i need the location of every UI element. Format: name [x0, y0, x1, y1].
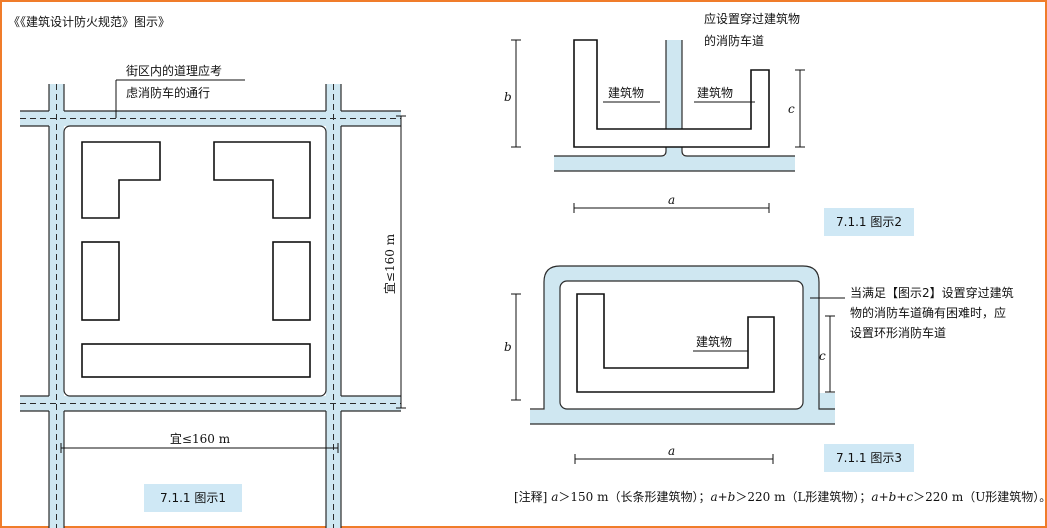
footnote-text-2: ＞220 m（L形建筑物）； — [735, 490, 872, 504]
fig3-dim-c: c — [819, 349, 826, 363]
dim-vertical-label: 宜≤160 m — [382, 233, 397, 294]
caption-figure1: 7.1.1 图示1 — [144, 484, 242, 512]
footnote-text-1: ＞150 m（长条形建筑物）； — [558, 490, 711, 504]
figure3-building — [576, 293, 775, 393]
building-bar-right — [272, 241, 311, 321]
road-label-line1: 街区内的道理应考 — [126, 63, 222, 78]
figure2-dimensions: b c a — [504, 39, 805, 213]
fig3-dim-b: b — [504, 340, 512, 354]
figure3-labels: 建筑物 当满足【图示2】设置穿过建筑 物的消防车道确有困难时，应 设置环形消防车… — [693, 285, 1014, 352]
figure1-dimension-vertical: 宜≤160 m — [382, 115, 406, 409]
figure1-dimension-horizontal: 宜≤160 m — [60, 431, 339, 453]
through-label-line1: 应设置穿过建筑物 — [704, 11, 800, 26]
figure1-buildings — [81, 141, 311, 378]
source-title: 《《建筑设计防火规范》图示》 — [8, 14, 170, 29]
building-bar-left — [81, 241, 120, 321]
figure2-road — [554, 40, 795, 172]
figure3-road — [530, 265, 835, 425]
ring-label-line1: 当满足【图示2】设置穿过建筑 — [850, 285, 1014, 300]
fig2-dim-b: b — [504, 90, 512, 104]
building-label-left: 建筑物 — [608, 85, 644, 100]
fig3-building-label: 建筑物 — [696, 334, 732, 349]
figure2-labels: 应设置穿过建筑物 的消防车道 建筑物 建筑物 — [603, 11, 800, 103]
building-l-right — [213, 141, 311, 219]
ring-label-line2: 物的消防车道确有困难时，应 — [850, 305, 1006, 320]
fig2-dim-c: c — [788, 102, 795, 116]
building-label-right: 建筑物 — [697, 85, 733, 100]
figure3-dimensions: b c a — [504, 293, 835, 464]
figure1-road-callout: 街区内的道理应考 虑消防车的通行 — [115, 63, 245, 118]
footnote-text-3: ＞220 m（U形建筑物）。 — [913, 490, 1047, 504]
road-label-line2: 虑消防车的通行 — [126, 85, 210, 100]
fig3-dim-a: a — [668, 444, 675, 458]
dim-horizontal-label: 宜≤160 m — [170, 431, 231, 446]
figure2-buildings — [573, 39, 770, 148]
fig2-dim-a: a — [668, 193, 675, 207]
building-long — [81, 343, 311, 378]
footnote: [注释] a＞150 m（长条形建筑物）；a+b＞220 m（L形建筑物）；a+… — [514, 488, 1047, 505]
caption-figure3: 7.1.1 图示3 — [824, 444, 914, 472]
footnote-var-3: a+b+c — [871, 490, 914, 504]
ring-label-line3: 设置环形消防车道 — [850, 325, 946, 340]
through-label-line2: 的消防车道 — [704, 33, 764, 48]
figure1-roads — [20, 84, 401, 528]
footnote-var-1: a — [551, 490, 559, 504]
caption-figure2: 7.1.1 图示2 — [824, 208, 914, 236]
footnote-prefix: [注释] — [514, 490, 552, 504]
footnote-var-2: a+b — [710, 490, 736, 504]
building-l-left — [81, 141, 161, 219]
